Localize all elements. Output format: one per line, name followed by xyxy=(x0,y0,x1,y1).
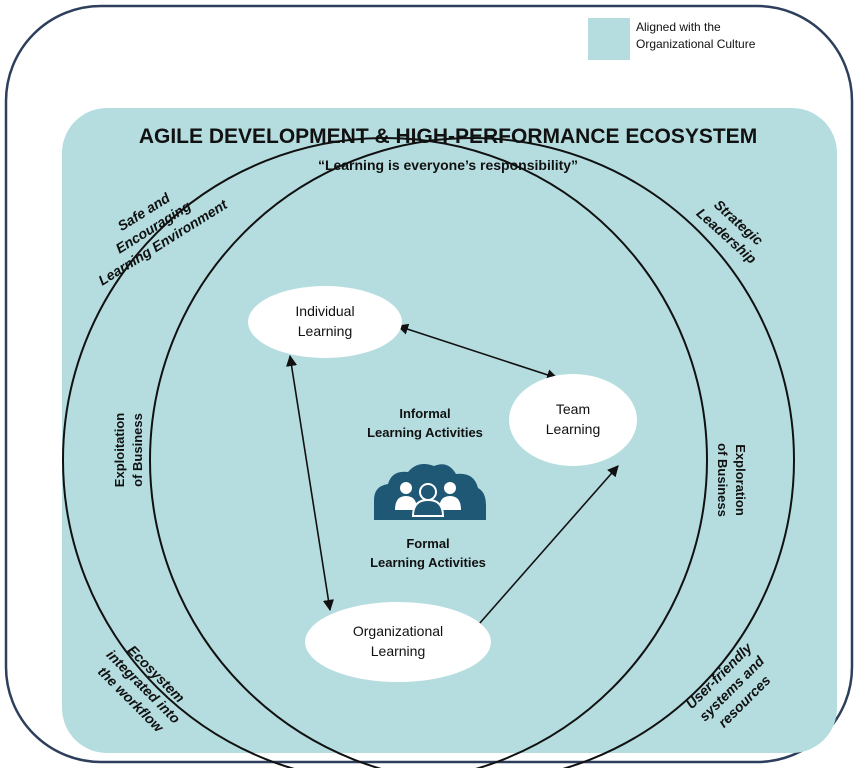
svg-text:of Business: of Business xyxy=(130,413,145,487)
informal-activities-label-1: Informal xyxy=(399,406,450,421)
node-team-learning xyxy=(509,374,637,466)
formal-activities-label-2: Learning Activities xyxy=(370,555,486,570)
arrow-individual-organizational xyxy=(286,354,334,612)
svg-text:Exploitation: Exploitation xyxy=(112,413,127,487)
people-group-cloud-icon xyxy=(374,464,486,520)
svg-text:of Business: of Business xyxy=(715,443,730,517)
node-organizational-label-2: Learning xyxy=(371,643,426,659)
side-label-exploitation: Exploitation of Business xyxy=(112,413,145,487)
ecosystem-panel xyxy=(62,108,837,753)
legend-swatch xyxy=(588,18,630,60)
side-label-exploration: Exploration of Business xyxy=(715,443,748,517)
formal-activities-label-1: Formal xyxy=(406,536,449,551)
node-individual-label-2: Learning xyxy=(298,323,353,339)
ecosystem-subtitle: “Learning is everyone’s responsibility” xyxy=(318,157,578,173)
svg-text:Exploration: Exploration xyxy=(733,444,748,516)
exploration-circle xyxy=(149,137,795,768)
ecosystem-title: AGILE DEVELOPMENT & HIGH-PERFORMANCE ECO… xyxy=(139,125,757,148)
informal-activities-label-2: Learning Activities xyxy=(367,425,483,440)
exploitation-circle xyxy=(62,137,708,768)
node-organizational-learning xyxy=(305,602,491,682)
node-team-label-1: Team xyxy=(556,401,590,417)
node-organizational-label-1: Organizational xyxy=(353,623,443,639)
arrow-individual-team xyxy=(396,323,559,381)
legend-text-line1: Aligned with the xyxy=(636,20,721,34)
node-individual-learning xyxy=(248,286,402,358)
node-team-label-2: Learning xyxy=(546,421,601,437)
arrow-team-organizational xyxy=(471,465,619,633)
node-individual-label-1: Individual xyxy=(295,303,354,319)
legend-text-line2: Organizational Culture xyxy=(636,37,756,51)
